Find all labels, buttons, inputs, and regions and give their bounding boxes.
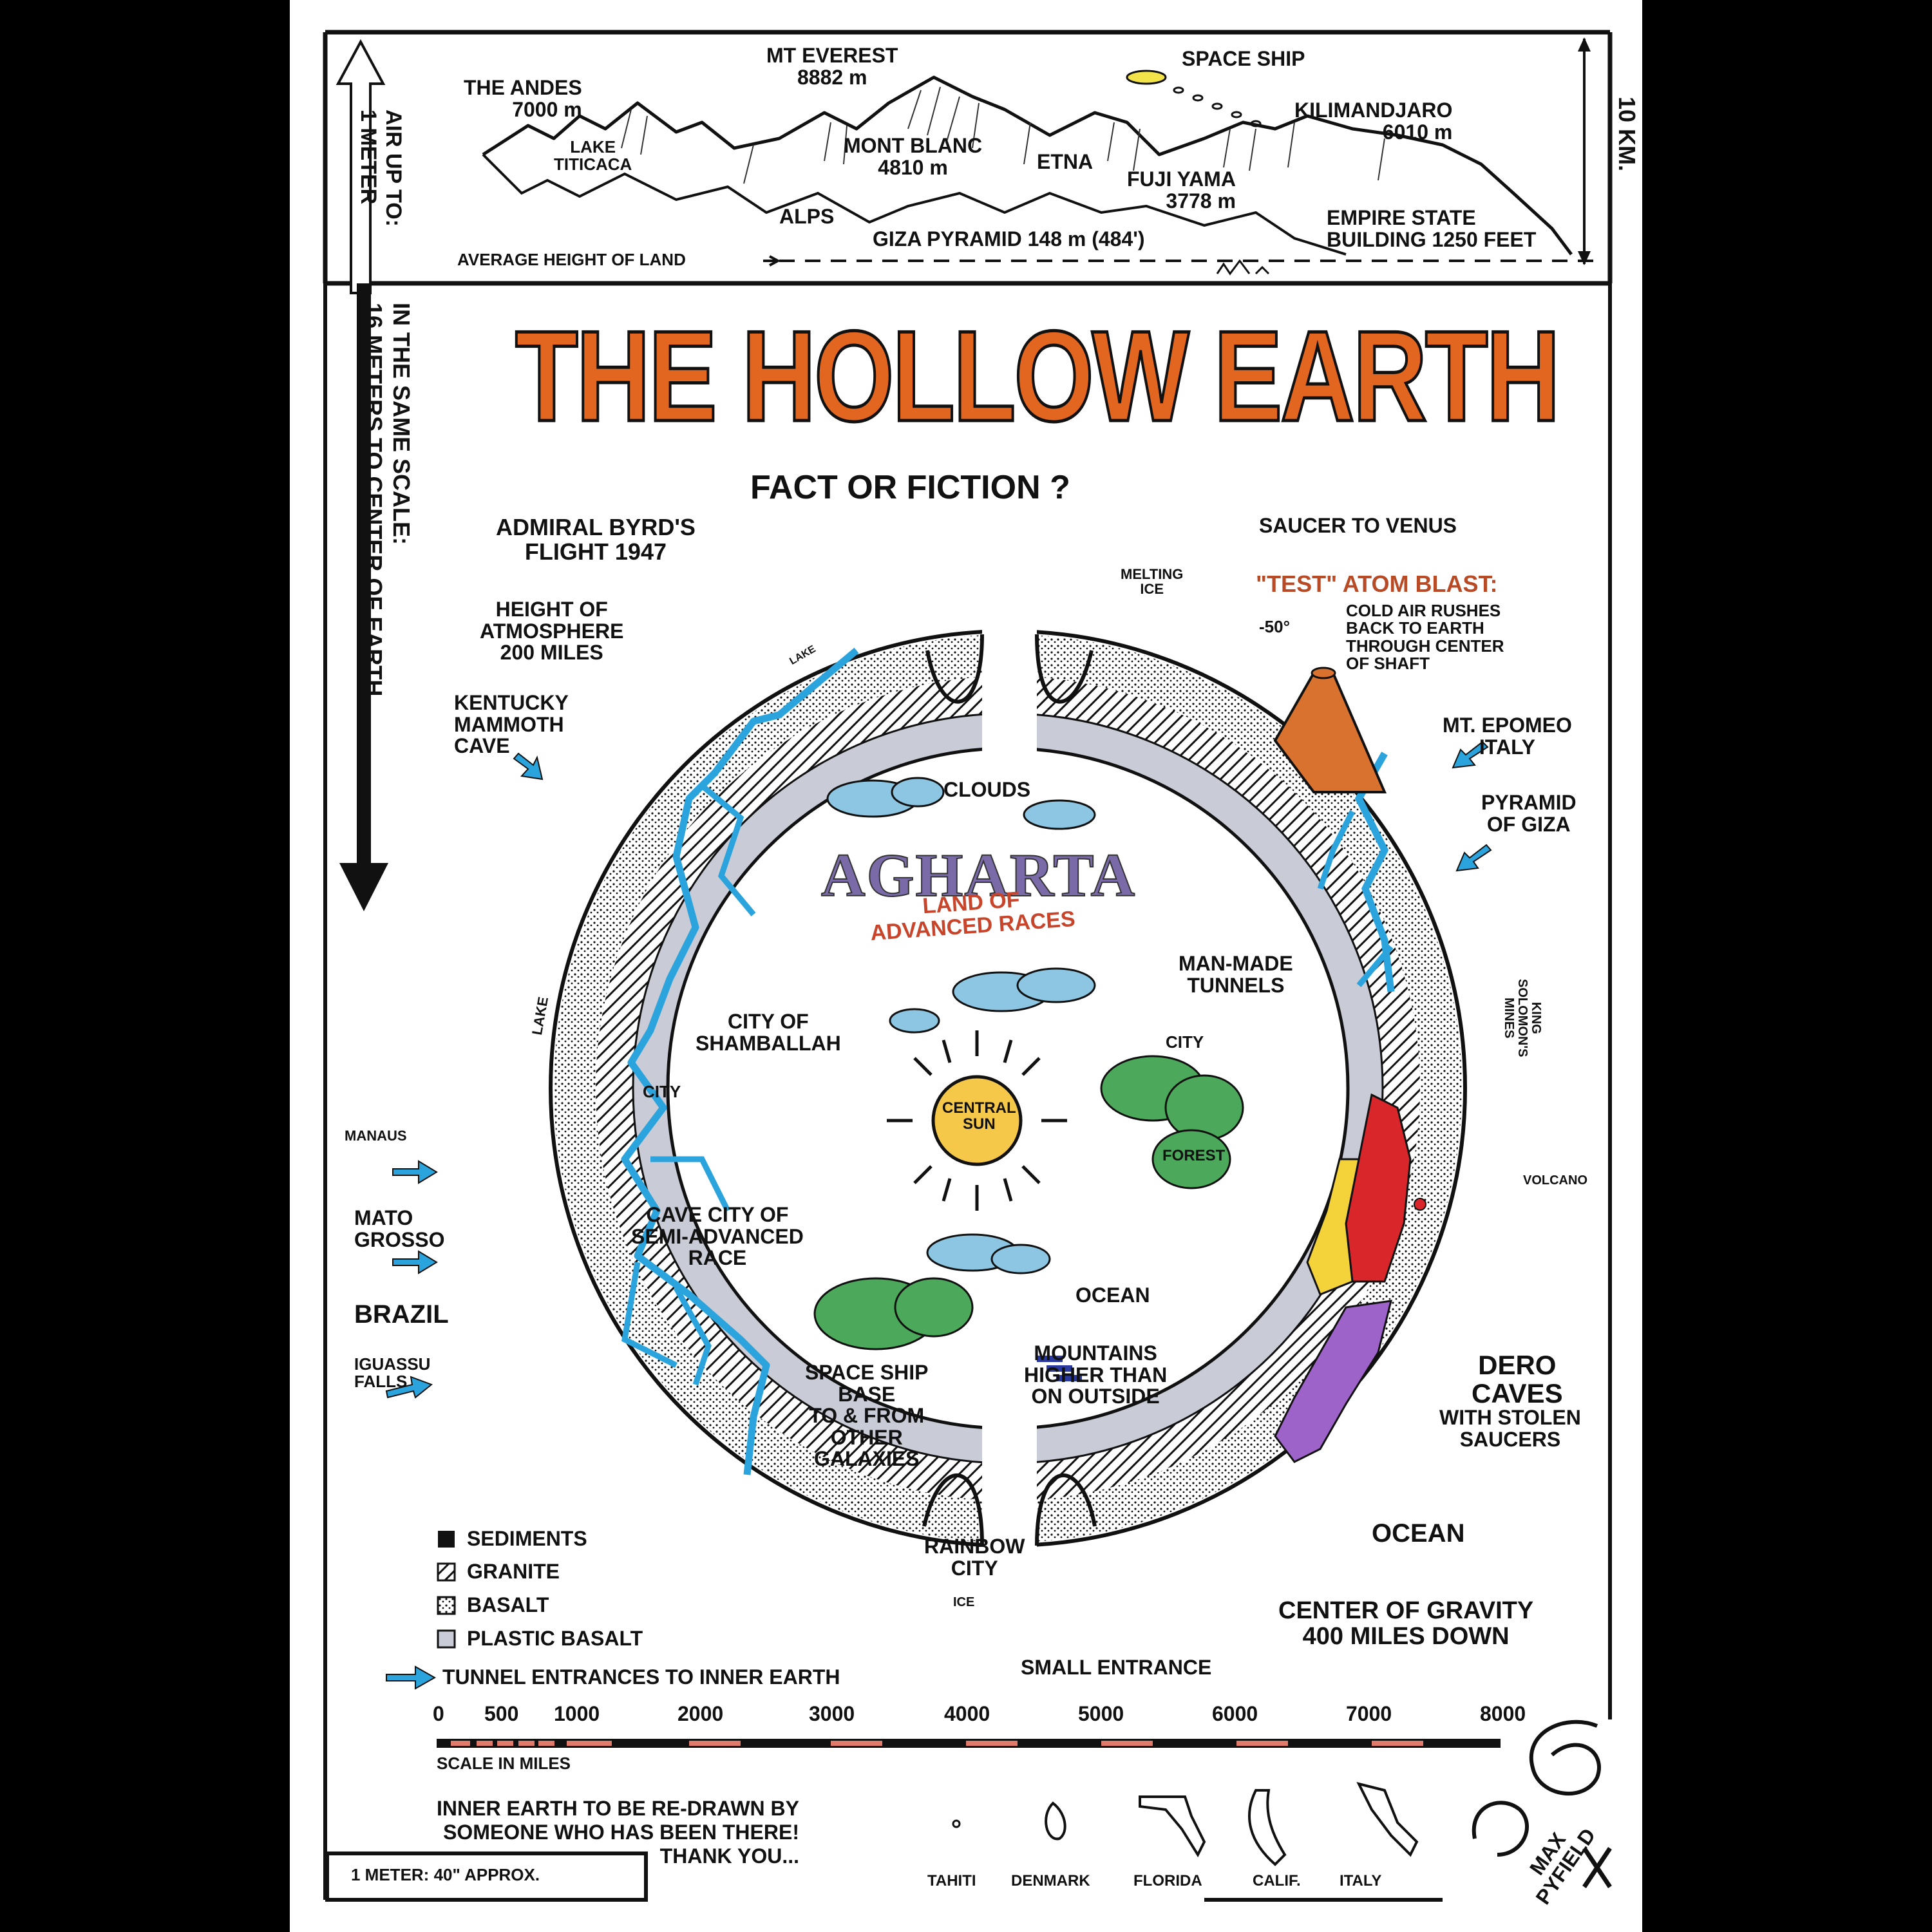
scale-tick: 7000 bbox=[1346, 1702, 1392, 1725]
atom-blast-body: COLD AIR RUSHES BACK TO EARTH THROUGH CE… bbox=[1346, 601, 1504, 673]
byrd-label: ADMIRAL BYRD'S FLIGHT 1947 bbox=[496, 514, 696, 565]
scale-tick: 500 bbox=[484, 1702, 519, 1725]
king-solomons-label: KING SOLOMON'S MINES bbox=[1502, 979, 1543, 1057]
saucer-label: SAUCER TO VENUS bbox=[1259, 514, 1457, 537]
peak-everest: MT EVEREST 8882 m bbox=[766, 44, 898, 89]
footer-note: INNER EARTH TO BE RE-DRAWN BY SOMEONE WH… bbox=[437, 1797, 799, 1868]
minus-fifty-label: -50° bbox=[1259, 617, 1290, 636]
depth-arrow bbox=[339, 283, 388, 911]
scale-tick: 5000 bbox=[1078, 1702, 1124, 1725]
giza-label: PYRAMID OF GIZA bbox=[1481, 791, 1577, 836]
atmosphere-label: HEIGHT OF ATMOSPHERE 200 MILES bbox=[480, 598, 624, 665]
tunnel-entrances-label: TUNNEL ENTRANCES TO INNER EARTH bbox=[442, 1665, 840, 1689]
scale-tick: 1000 bbox=[554, 1702, 600, 1725]
rainbow-city-label: RAINBOW CITY bbox=[924, 1535, 1025, 1580]
scale-box-label: 1 METER: 40" APPROX. bbox=[351, 1865, 540, 1884]
shamballah-label: CITY OF SHAMBALLAH bbox=[696, 1010, 841, 1055]
legend-plastic-basalt: PLASTIC BASALT bbox=[467, 1627, 643, 1650]
ocean-right-label: OCEAN bbox=[1372, 1519, 1465, 1548]
legend-sediments: SEDIMENTS bbox=[467, 1527, 587, 1550]
small-entrance-label: SMALL ENTRANCE bbox=[1021, 1656, 1212, 1679]
average-height-label: AVERAGE HEIGHT OF LAND bbox=[457, 250, 686, 269]
subtitle: FACT OR FICTION ? bbox=[750, 469, 1070, 506]
legend-granite: GRANITE bbox=[467, 1560, 560, 1583]
central-sun-label: CENTRAL SUN bbox=[942, 1099, 1016, 1133]
country-denmark: DENMARK bbox=[1011, 1872, 1090, 1889]
mato-grosso-label: MATO GROSSO bbox=[354, 1206, 445, 1251]
scale-tick: 4000 bbox=[944, 1702, 990, 1725]
scale-tick: 3000 bbox=[809, 1702, 855, 1725]
poster: AIR UP TO: 1 METER IN THE SAME SCALE: 16… bbox=[290, 0, 1642, 1932]
scale-tick: 0 bbox=[433, 1702, 444, 1725]
alps-label: ALPS bbox=[779, 205, 835, 228]
scale-label: SCALE IN MILES bbox=[437, 1754, 571, 1773]
country-tahiti: TAHITI bbox=[927, 1872, 976, 1889]
country-italy: ITALY bbox=[1340, 1872, 1382, 1889]
peak-mont-blanc: MONT BLANC 4810 m bbox=[844, 134, 983, 179]
page-title: THE HOLLOW EARTH bbox=[514, 305, 1562, 448]
iguassu-label: IGUASSU FALLS bbox=[354, 1354, 431, 1392]
peak-fuji: FUJI YAMA 3778 m bbox=[1127, 167, 1236, 213]
mountains-label: MOUNTAINS HIGHER THAN ON OUTSIDE bbox=[1024, 1341, 1168, 1408]
city-left-label: CITY bbox=[643, 1082, 681, 1101]
scale-tick: 2000 bbox=[677, 1702, 724, 1725]
scale-tick: 6000 bbox=[1212, 1702, 1258, 1725]
giza-pyramid-label: GIZA PYRAMID 148 m (484') bbox=[873, 227, 1145, 251]
country-florida: FLORIDA bbox=[1133, 1872, 1202, 1889]
mountain-strip bbox=[323, 30, 1613, 286]
earth-cross-section bbox=[323, 283, 1612, 1902]
country-calif: CALIF. bbox=[1253, 1872, 1301, 1889]
brazil-label: BRAZIL bbox=[354, 1300, 449, 1329]
epomeo-label: MT. EPOMEO ITALY bbox=[1443, 714, 1572, 759]
city-right-label: CITY bbox=[1166, 1032, 1204, 1052]
empire-state-label: EMPIRE STATE BUILDING 1250 FEET bbox=[1327, 206, 1537, 251]
clouds-label: CLOUDS bbox=[943, 778, 1031, 801]
space-base-label: SPACE SHIP BASE TO & FROM OTHER GALAXIES bbox=[805, 1361, 929, 1471]
melting-ice-label: MELTING ICE bbox=[1121, 566, 1184, 598]
peak-andes: THE ANDES 7000 m bbox=[464, 76, 582, 121]
dero-caves-label: DERO CAVES bbox=[1472, 1350, 1563, 1409]
peak-kilimanjaro: KILIMANDJARO 6010 m bbox=[1294, 99, 1453, 144]
ocean-inner-label: OCEAN bbox=[1075, 1283, 1150, 1307]
volcano-label: VOLCANO bbox=[1523, 1173, 1587, 1188]
manaus-label: MANAUS bbox=[345, 1128, 407, 1144]
center-gravity-label: CENTER OF GRAVITY 400 MILES DOWN bbox=[1278, 1597, 1534, 1650]
man-made-tunnels-label: MAN-MADE TUNNELS bbox=[1179, 952, 1293, 997]
scale-tick: 8000 bbox=[1480, 1702, 1526, 1725]
cave-city-label: CAVE CITY OF SEMI-ADVANCED RACE bbox=[631, 1203, 804, 1270]
dero-sub-label: WITH STOLEN SAUCERS bbox=[1439, 1406, 1581, 1451]
kentucky-label: KENTUCKY MAMMOTH CAVE bbox=[454, 691, 569, 758]
agharta-label: AGHARTA bbox=[820, 841, 1137, 909]
legend-basalt: BASALT bbox=[467, 1593, 549, 1616]
swatch-sediments bbox=[438, 1531, 455, 1548]
space-ship-label: SPACE SHIP bbox=[1182, 47, 1305, 70]
forest-label: FOREST bbox=[1162, 1147, 1226, 1164]
ice-label: ICE bbox=[953, 1595, 975, 1609]
lake-titicaca: LAKE TITICACA bbox=[554, 137, 632, 175]
peak-etna: ETNA bbox=[1037, 150, 1094, 173]
atom-blast-title: "TEST" ATOM BLAST: bbox=[1256, 571, 1498, 597]
